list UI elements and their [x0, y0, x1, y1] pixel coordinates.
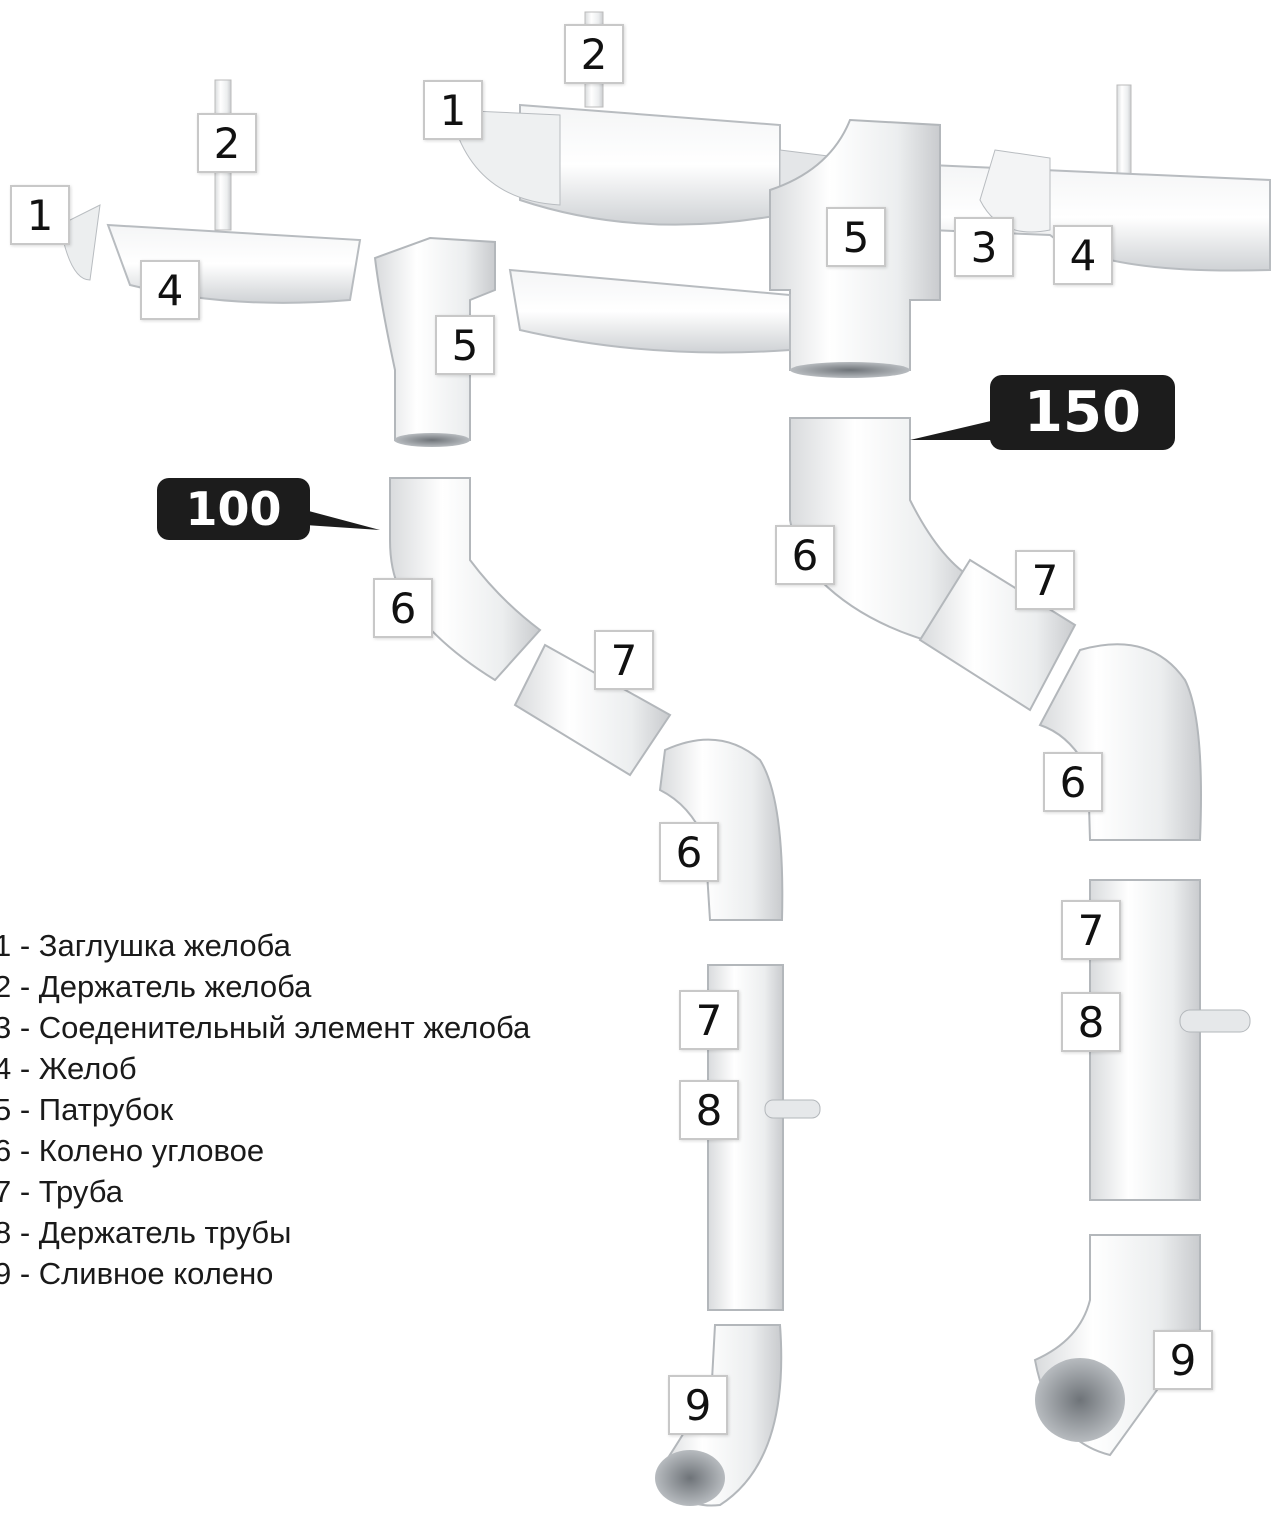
label-8-left: 8 [679, 1080, 739, 1140]
label-2-top-right: 2 [564, 24, 624, 84]
label-8-right: 8 [1061, 992, 1121, 1052]
label-6-right-upper: 6 [775, 525, 835, 585]
label-6-left-upper: 6 [373, 578, 433, 638]
legend-item: 3 - Соеденительный элемент желоба [0, 1007, 530, 1048]
legend-item: 7 - Труба [0, 1171, 530, 1212]
diameter-100-badge: 100 [157, 478, 310, 540]
diameter-150-badge: 150 [990, 375, 1175, 450]
label-3: 3 [954, 217, 1014, 277]
gutter-middle [510, 270, 790, 353]
label-7-left-lower: 7 [679, 990, 739, 1050]
legend-item: 5 - Патрубок [0, 1089, 530, 1130]
legend-item: 2 - Держатель желоба [0, 966, 530, 1007]
legend-item: 6 - Колено угловое [0, 1130, 530, 1171]
legend-item: 4 - Желоб [0, 1048, 530, 1089]
label-1-top-right: 1 [423, 80, 483, 140]
label-9-right: 9 [1153, 1330, 1213, 1390]
label-7-right-upper: 7 [1015, 550, 1075, 610]
legend-item: 9 - Сливное колено [0, 1253, 530, 1294]
label-7-left-upper: 7 [594, 630, 654, 690]
label-4-top-right: 4 [1053, 225, 1113, 285]
label-2-top-left: 2 [197, 113, 257, 173]
label-9-left: 9 [668, 1375, 728, 1435]
label-5-right: 5 [826, 207, 886, 267]
label-6-right-lower: 6 [1043, 752, 1103, 812]
label-4-top-left: 4 [140, 260, 200, 320]
parts-legend: 1 - Заглушка желоба 2 - Держатель желоба… [0, 925, 530, 1294]
legend-item: 1 - Заглушка желоба [0, 925, 530, 966]
legend-item: 8 - Держатель трубы [0, 1212, 530, 1253]
label-5-left: 5 [435, 315, 495, 375]
badge-100-pointer [305, 510, 380, 530]
label-1-top-left: 1 [10, 185, 70, 245]
label-7-right-lower: 7 [1061, 900, 1121, 960]
label-6-left-lower: 6 [659, 822, 719, 882]
badge-150-pointer [910, 420, 995, 440]
